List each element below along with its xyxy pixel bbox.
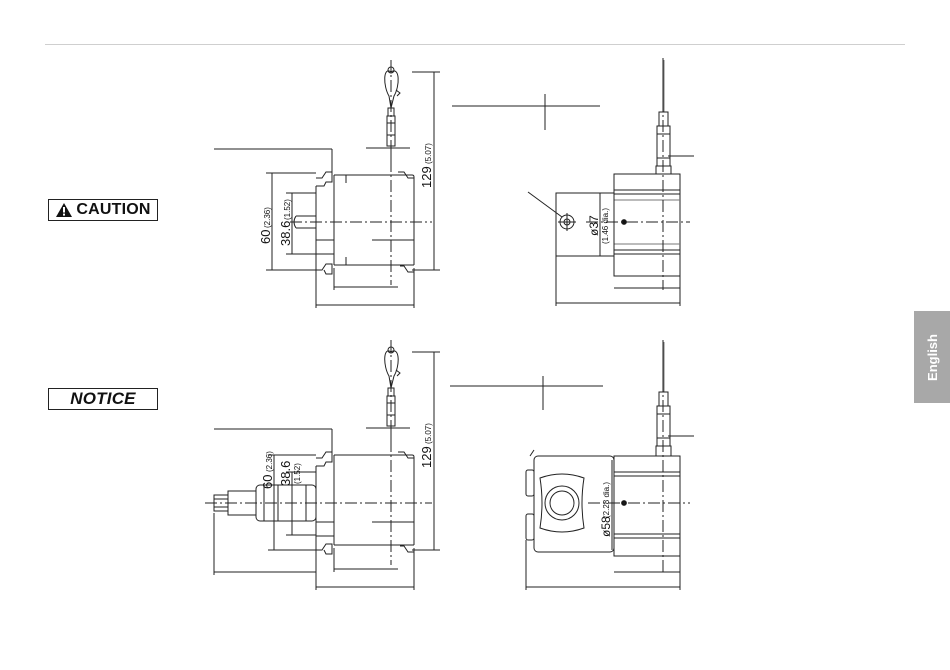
top-left-side-view	[214, 60, 440, 308]
top-right-dim-dia37: ø37	[587, 215, 601, 236]
bottom-left-dim-386-in: (1.52)	[293, 463, 302, 484]
top-left-dim-60-in: (2.36)	[263, 207, 272, 228]
top-left-dim-60: 60	[258, 230, 273, 244]
top-left-dim-386-in: (1.52)	[283, 199, 292, 220]
sensor-body	[316, 172, 414, 274]
bottom-left-side-view	[205, 340, 440, 590]
cable-hook	[385, 347, 400, 452]
bottom-right-dim-dia58-in: (2.28 dia.)	[602, 482, 611, 518]
bottom-left-dim-60-in: (2.36)	[265, 451, 274, 472]
top-right-front-view	[452, 58, 694, 306]
bottom-left-dim-129: 129	[419, 446, 434, 468]
bottom-left-dim-386: 38.6	[278, 461, 293, 486]
bottom-right-dim-dia58: ø58	[599, 516, 613, 537]
bottom-left-dim-129-in: (5.07)	[424, 423, 433, 444]
cable-hook	[385, 67, 400, 172]
top-right-dim-dia37-in: (1.46 dia.)	[601, 208, 610, 244]
top-left-dim-386: 38.6	[278, 221, 293, 246]
top-left-dim-129: 129	[419, 166, 434, 188]
bottom-left-dim-60: 60	[260, 475, 275, 489]
bottom-right-front-view	[450, 340, 694, 590]
top-left-dim-129-in: (5.07)	[424, 143, 433, 164]
